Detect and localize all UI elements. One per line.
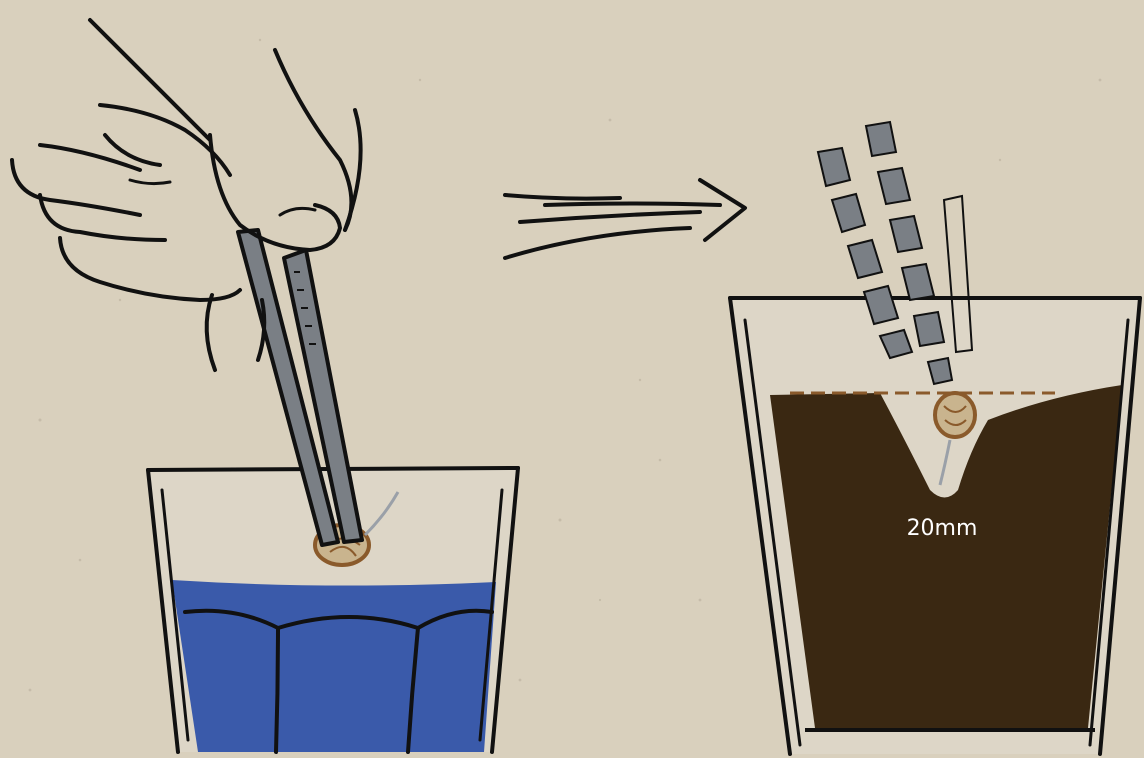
left-glass [148,468,518,752]
depth-label: 20mm [907,516,978,541]
blue-liquid [172,580,496,752]
right-arrow-icon [505,180,745,258]
